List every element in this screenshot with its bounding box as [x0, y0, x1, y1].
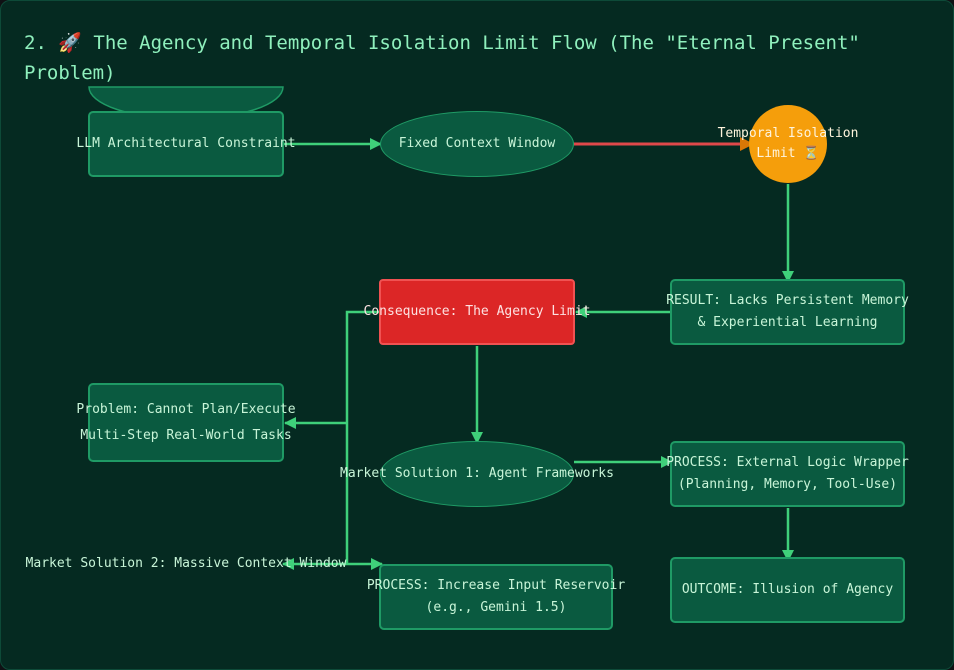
node-process-external-wrapper: PROCESS: External Logic Wrapper (Plannin…	[666, 441, 909, 507]
edge-consequence-branch	[345, 310, 379, 564]
node-label-line2: (Planning, Memory, Tool-Use)	[677, 477, 898, 492]
node-label-line1: PROCESS: Increase Input Reservoir	[366, 578, 626, 593]
node-label: Market Solution 2: Massive Context Windo…	[25, 556, 347, 571]
node-label: Fixed Context Window	[398, 136, 556, 151]
node-label: Market Solution 1: Agent Frameworks	[340, 466, 614, 481]
node-label-line1: PROCESS: External Logic Wrapper	[666, 455, 909, 470]
node-label: Consequence: The Agency Limit	[363, 304, 591, 319]
diagram-title: 2. 🚀 The Agency and Temporal Isolation L…	[24, 32, 860, 84]
node-outcome-illusion: OUTCOME: Illusion of Agency	[670, 557, 905, 623]
node-label-line2: Multi-Step Real-World Tasks	[80, 427, 292, 443]
node-consequence-agency-limit: Consequence: The Agency Limit	[364, 279, 591, 345]
node-label-line2: Limit ⏳	[756, 146, 820, 161]
node-temporal-isolation-limit: Temporal Isolation Limit ⏳	[718, 105, 858, 183]
node-process-increase-input: PROCESS: Increase Input Reservoir (e.g.,…	[367, 564, 625, 630]
node-label: OUTCOME: Illusion of Agency	[681, 582, 894, 597]
node-problem-cannot-plan: Problem: Cannot Plan/Execute Multi-Step …	[76, 383, 296, 462]
node-label: LLM Architectural Constraint	[76, 136, 296, 151]
node-label-line2: (e.g., Gemini 1.5)	[425, 600, 567, 615]
node-result-lacks-memory: RESULT: Lacks Persistent Memory & Experi…	[666, 279, 909, 345]
node-market-solution-1: Market Solution 1: Agent Frameworks	[340, 441, 614, 507]
node-llm-constraint: LLM Architectural Constraint	[76, 111, 296, 177]
node-market-solution-2: Market Solution 2: Massive Context Windo…	[21, 553, 351, 575]
node-label-line1: Temporal Isolation	[717, 126, 859, 141]
node-label-line2: & Experiential Learning	[697, 315, 878, 330]
node-fixed-context-window: Fixed Context Window	[380, 111, 574, 177]
node-label-line1: Problem: Cannot Plan/Execute	[76, 401, 296, 417]
node-label-line1: RESULT: Lacks Persistent Memory	[666, 293, 909, 308]
